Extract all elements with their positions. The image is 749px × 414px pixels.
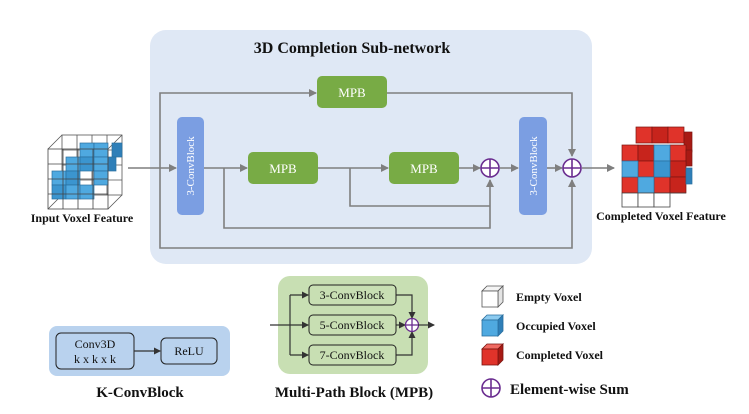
legend-empty-voxel-icon [481, 285, 504, 308]
relu-box [160, 337, 218, 365]
mpb-branch-5-label: 5-ConvBlock [320, 318, 385, 332]
mpb-branch-7 [308, 344, 397, 366]
mpb-block-right-label: MPB [410, 161, 438, 176]
input-voxel-label: Input Voxel Feature [31, 211, 134, 225]
mpb-branch-5 [308, 314, 397, 336]
relu-label: ReLU [174, 344, 204, 358]
mpb-detail-connections [270, 291, 416, 359]
input-voxel-cube [47, 134, 123, 210]
mpb-block-top [317, 76, 387, 108]
output-voxel-cube [621, 126, 693, 208]
output-voxel-label: Completed Voxel Feature [596, 209, 726, 223]
legend-completed-voxel-label: Completed Voxel [516, 348, 604, 362]
conv-block-left [177, 117, 204, 215]
mpb-branch-7-label: 7-ConvBlock [320, 348, 385, 362]
mpb-block-top-label: MPB [338, 85, 366, 100]
subnetwork-title: 3D Completion Sub-network [254, 40, 451, 57]
legend-occupied-voxel-label: Occupied Voxel [516, 319, 596, 333]
legend-sum-label: Element-wise Sum [510, 382, 629, 398]
conv3d-kernel-label: k x k x k [74, 352, 116, 366]
conv-block-left-label: 3-ConvBlock [185, 136, 197, 196]
mpb-branch-3-label: 3-ConvBlock [320, 288, 385, 302]
conv-block-right [519, 117, 547, 215]
k-convblock-caption: K-ConvBlock [96, 385, 184, 401]
connection-lines [128, 89, 615, 249]
conv-block-right-label: 3-ConvBlock [528, 136, 540, 196]
mpb-branch-3 [308, 284, 397, 306]
mpb-sum-node [404, 317, 420, 333]
legend-completed-voxel-icon [481, 343, 504, 366]
legend-empty-voxel-label: Empty Voxel [516, 290, 582, 304]
mpb-block-right [389, 152, 459, 184]
legend-sum-icon [481, 378, 501, 398]
mpb-block-middle-label: MPB [269, 161, 297, 176]
legend-occupied-voxel-icon [481, 314, 504, 337]
conv3d-label: Conv3D [75, 337, 116, 351]
sum-node-outer [562, 158, 582, 178]
mpb-block-middle [248, 152, 318, 184]
mpb-detail-caption: Multi-Path Block (MPB) [275, 385, 433, 401]
sum-node-inner [480, 158, 500, 178]
